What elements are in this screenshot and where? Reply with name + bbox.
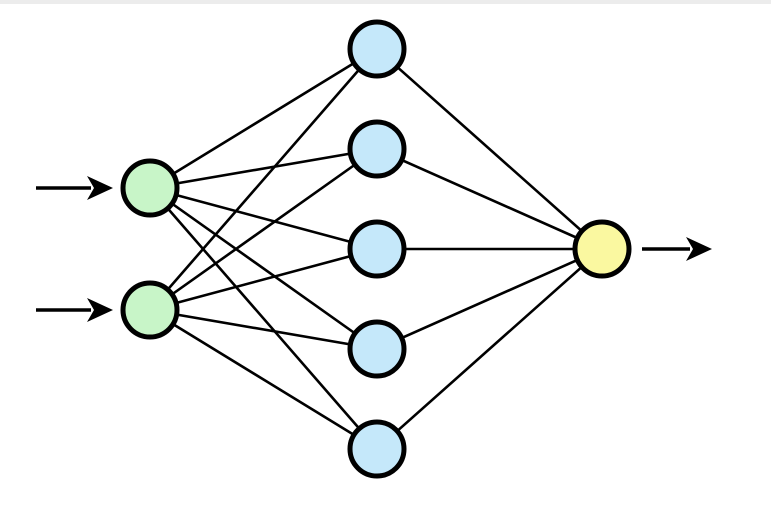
nodes-group xyxy=(120,19,632,479)
edge-i2-h2 xyxy=(148,147,379,312)
edge-i1-h2 xyxy=(148,147,379,190)
output-arrow-1-icon xyxy=(642,237,712,261)
edge-h5-o1 xyxy=(375,247,604,451)
edge-i2-h4 xyxy=(148,308,379,351)
node-hidden-h3[interactable] xyxy=(347,219,407,279)
arrow-head xyxy=(87,298,113,322)
edge-i2-h3 xyxy=(148,247,379,312)
input-arrow-2-icon xyxy=(36,298,113,322)
input-arrow-1-icon xyxy=(36,176,113,200)
edge-i1-h3 xyxy=(148,186,379,251)
edge-h1-o1 xyxy=(375,47,604,251)
arrows-group xyxy=(36,176,712,322)
arrow-head xyxy=(686,237,712,261)
node-input-i1[interactable] xyxy=(120,158,180,218)
node-hidden-h2[interactable] xyxy=(347,119,407,179)
edge-h4-o1 xyxy=(375,247,604,351)
edge-i1-h1 xyxy=(148,47,379,190)
arrow-head xyxy=(87,176,113,200)
edge-i1-h5 xyxy=(148,186,379,451)
top-band-divider xyxy=(0,0,771,4)
node-input-i2[interactable] xyxy=(120,280,180,340)
edge-h2-o1 xyxy=(375,147,604,251)
node-hidden-h5[interactable] xyxy=(347,419,407,479)
edges-group xyxy=(148,47,604,451)
edge-i2-h1 xyxy=(148,47,379,312)
edge-i1-h4 xyxy=(148,186,379,351)
edge-i2-h5 xyxy=(148,308,379,451)
node-hidden-h1[interactable] xyxy=(347,19,407,79)
node-output-o1[interactable] xyxy=(572,219,632,279)
node-hidden-h4[interactable] xyxy=(347,319,407,379)
